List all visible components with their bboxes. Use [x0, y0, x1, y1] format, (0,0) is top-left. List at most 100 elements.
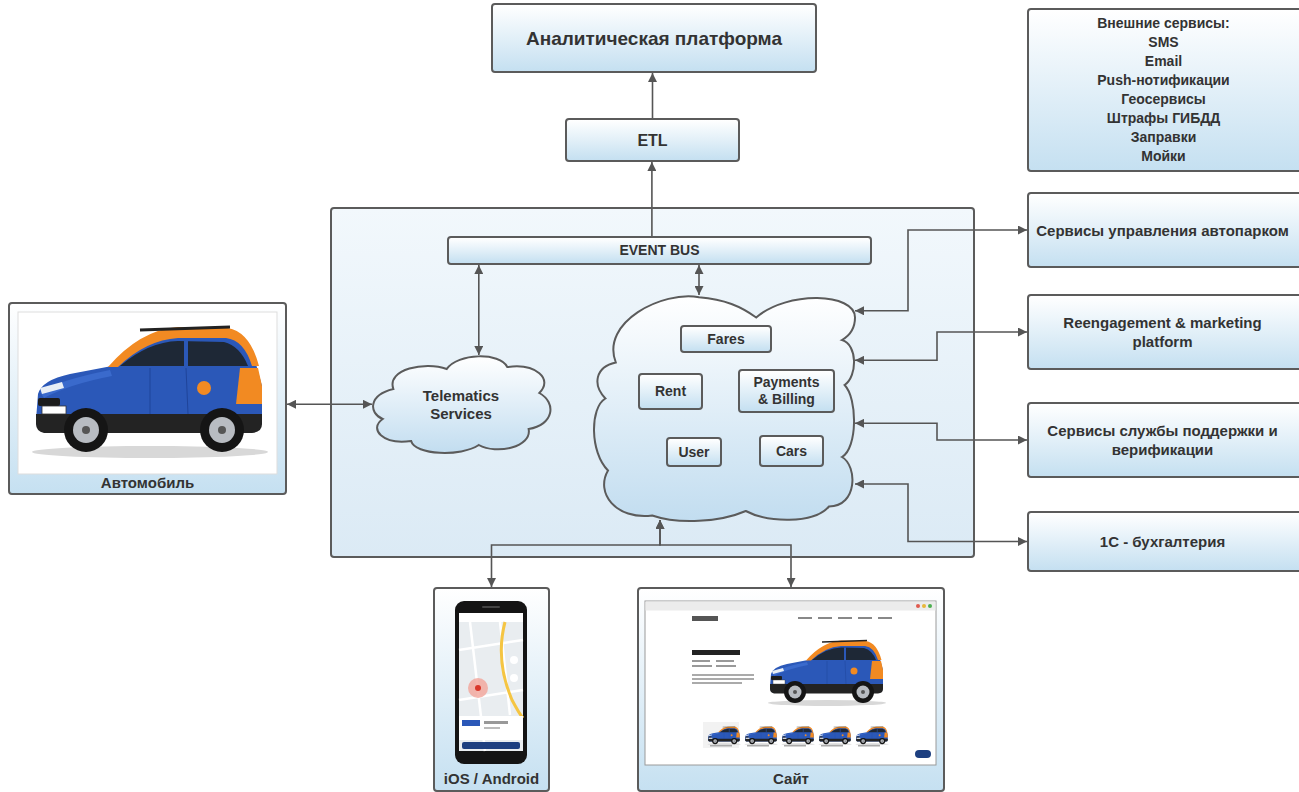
illustration-part: [928, 604, 932, 608]
car-panel: Автомобиль: [8, 302, 287, 495]
illustration-part: [646, 602, 936, 611]
node-label: Fares: [707, 331, 744, 348]
illustration-part: [819, 727, 852, 745]
node-label: EVENT BUS: [619, 242, 699, 259]
service-cloud: FaresRent Payments & BillingUser Cars: [595, 295, 855, 520]
illustration-part: [858, 617, 872, 619]
service-box: Reengagement & marketing platform: [1027, 294, 1299, 370]
illustration-part: [916, 604, 920, 608]
illustration-part: [692, 650, 740, 655]
illustration-part: [645, 601, 936, 765]
node-label: User: [678, 444, 709, 461]
node-label: Сайт: [773, 770, 809, 788]
services-list-box: Внешние сервисы:SMSEmailPush-нотификации…: [1027, 8, 1299, 172]
node-label: Аналитическая платформа: [526, 27, 782, 50]
illustration-part: [784, 745, 806, 747]
connector-arrow: [698, 265, 700, 295]
connector-arrow: [660, 520, 791, 587]
illustration-part: [798, 617, 812, 619]
car-illustration: [9, 303, 286, 494]
connector-arrow: [855, 230, 1027, 311]
illustration-part: [468, 678, 488, 698]
connector-arrow: [855, 423, 1027, 440]
illustration-part: [475, 685, 481, 691]
illustration-part: [638, 588, 944, 792]
illustration-part: [459, 613, 523, 622]
connector-arrow: [855, 332, 1027, 360]
illustration-part: [692, 674, 754, 676]
illustration-part: [484, 721, 508, 724]
connector-arrow: [855, 484, 1027, 542]
illustration-part: [747, 745, 769, 747]
connector-arrow: [492, 520, 661, 587]
illustration-part: [922, 604, 926, 608]
process-box: ETL: [565, 118, 740, 162]
illustration-part: [818, 617, 832, 619]
illustration-part: [692, 616, 718, 621]
node-label: Cars: [776, 443, 807, 460]
illustration-part: [510, 674, 518, 682]
illustration-part: [692, 665, 712, 667]
connector-arrow: [651, 162, 653, 236]
service-box: 1С - бухгалтерия: [1027, 511, 1299, 572]
node-label: Штрафы ГИБДД: [1107, 109, 1220, 128]
cloud-shape: [594, 296, 855, 521]
illustration-part: [434, 588, 549, 792]
service-cloud: Telematics Services: [372, 355, 550, 455]
illustration-part: [716, 660, 734, 662]
platform-box: Аналитическая платформа: [491, 3, 817, 73]
platform-panel: [331, 208, 974, 557]
illustration-part: [692, 682, 742, 684]
module-box: Payments & Billing: [738, 369, 835, 413]
node-label: Rent: [655, 383, 686, 400]
website-illustration: [638, 588, 944, 792]
illustration-part: [768, 641, 886, 707]
illustration-part: [32, 327, 268, 458]
service-box: Сервисы управления автопарком: [1027, 192, 1299, 268]
node-label: Reengagement & marketing platform: [1035, 313, 1290, 351]
node-label: 1С - бухгалтерия: [1100, 532, 1225, 551]
illustration-part: [462, 742, 520, 749]
illustration-part: [708, 727, 741, 745]
illustration-part: [459, 613, 523, 751]
illustration-part: [459, 622, 523, 751]
illustration-part: [510, 656, 518, 664]
illustration-part: [482, 606, 500, 608]
illustration-part: [838, 617, 852, 619]
module-box: Rent: [638, 373, 703, 410]
illustration-part: [692, 678, 754, 680]
node-label: Сервисы управления автопарком: [1036, 221, 1289, 240]
module-box: Cars: [759, 435, 824, 467]
node-label: ETL: [637, 131, 667, 150]
phone-illustration: [434, 588, 549, 792]
site-panel: Сайт: [637, 587, 945, 792]
node-label: iOS / Android: [444, 770, 539, 788]
node-label: Payments & Billing: [750, 374, 824, 408]
illustration-part: [856, 727, 889, 745]
illustration-part: [782, 727, 815, 745]
connector-arrow: [478, 265, 480, 355]
illustration-part: [501, 622, 523, 718]
illustration-part: [692, 660, 710, 662]
service-box: Сервисы службы поддержки и верификации: [1027, 402, 1299, 478]
illustration-part: [716, 665, 736, 667]
illustration-part: [915, 750, 931, 758]
node-label: Геосервисы: [1121, 90, 1205, 109]
illustration-part: [858, 745, 880, 747]
module-box: Fares: [680, 325, 772, 353]
node-label: Мойки: [1141, 147, 1185, 166]
illustration-part: [821, 745, 843, 747]
illustration-part: [462, 720, 480, 726]
system-boundary: EVENT BUS Telematics Services FaresRent Pay…: [330, 207, 975, 558]
cloud-shape: [373, 356, 550, 453]
module-box: User: [666, 437, 722, 467]
illustration-part: [710, 745, 732, 747]
node-label: Заправки: [1131, 128, 1197, 147]
illustration-part: [484, 727, 500, 729]
node-label: Email: [1145, 52, 1182, 71]
node-label: Внешние сервисы:: [1097, 14, 1230, 33]
app-panel: iOS / Android: [433, 587, 550, 792]
illustration-part: [878, 617, 892, 619]
node-label: Telematics Services: [406, 387, 516, 423]
